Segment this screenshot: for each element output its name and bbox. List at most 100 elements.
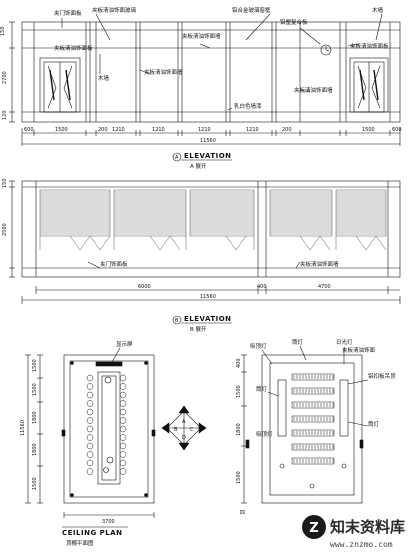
dim: 6000 [138,284,151,290]
dim: 1500 [55,127,68,133]
chair [86,383,94,390]
chair [119,374,127,382]
dim: 1210 [246,127,259,133]
ceiling-plan [25,347,156,528]
elevation-b-text: 夹门饰面板 夹板清油饰面墙 150 2500 6000 400 4700 115… [2,178,339,333]
light-fixture [291,401,335,409]
chair [119,459,127,467]
key-letter: A [182,419,186,425]
label: 吸顶灯 [250,342,267,350]
chair [119,408,127,416]
ceiling-plan-text: 显示屏 1500 1500 1800 1800 1500 11560 3700 … [20,341,133,547]
chair [86,468,94,475]
screen-icon [95,361,123,367]
chair [119,400,127,407]
dim: 150 [0,26,6,36]
dim: 1500 [362,127,375,133]
label: 乳白色墙漆 [234,102,262,110]
light-fixture [291,429,335,437]
dim: 1500 [236,385,242,398]
elevation-b-frame [21,180,401,278]
dim: 1500 [32,477,38,490]
chair [119,442,127,450]
dim: 1800 [32,411,38,424]
dim: 600 [392,127,402,133]
dim-total: 11560 [200,294,216,300]
svg-text:Z: Z [309,521,318,536]
dim: 2500 [2,223,8,236]
watermark: Z 知末资料库 www.znzmo.com [302,515,405,549]
dim: 1210 [112,127,125,133]
chair [86,451,94,458]
chair [119,391,127,399]
key-plan-text: A B C D [174,419,194,441]
key-plan [161,405,207,451]
label: 筒灯 [292,338,304,346]
light-fixture [291,457,335,465]
dim: 200 [282,127,292,133]
label: 吸顶灯 [256,430,273,438]
label: 夹板清油饰面墙 [144,68,183,76]
elevation-b-title: ELEVATION [184,315,232,323]
dim: 1210 [198,127,211,133]
marker-letter: B [175,318,179,324]
light-fixture [291,415,335,423]
dim: 200 [98,127,108,133]
ceiling-right-room [261,354,363,504]
dim: 1800 [32,443,38,456]
elevation-a-text: 夹门饰面板 夹板清油饰面玻璃 铝合金玻璃窗框 木墙 夹板清油饰面墙 铝塑复合板 … [0,6,402,170]
label: 四 [240,510,245,516]
dim: 2700 [2,71,8,84]
elevation-a [9,13,401,162]
label: 夹板清油饰面墙 [294,86,333,94]
chair [86,459,94,467]
ceiling-right [241,345,369,504]
watermark-url: www.znzmo.com [330,540,393,549]
chair [119,468,127,475]
label: 夹门饰面板 [54,9,82,17]
dim-total: 11560 [200,138,216,144]
label: 夹板清油饰面板 [54,44,93,52]
label: 夹板清油饰面墙 [300,260,339,268]
label: 筒灯 [368,420,380,428]
watermark-brand: 知末资料库 [330,518,405,536]
elevation-a-marker [172,152,182,162]
dim: 120 [2,110,8,120]
label: 木墙 [372,6,384,14]
chair [119,434,127,441]
chair [119,417,127,424]
label: 显示屏 [116,341,133,348]
chair [119,451,127,458]
dim: 150 [2,178,8,188]
label: 日光灯 [336,338,353,346]
label: 筒灯 [256,385,268,393]
dim: 1500 [32,383,38,396]
dim-total: 11560 [20,420,26,436]
label: 铝合金玻璃窗框 [232,6,271,14]
label: 铝扣板吊顶 [368,372,396,380]
dim: 400 [236,358,242,368]
label: 木墙 [98,74,110,82]
elevation-a-left-door [39,57,81,113]
elevation-a-frame [21,21,401,123]
key-letter: C [190,427,194,433]
label: 铝塑复合板 [280,18,308,26]
dim: 4700 [318,284,331,290]
light-fixture [291,373,335,381]
chair [86,408,94,416]
ceiling-plan-room [63,354,155,504]
elevation-a-subtitle: A 展开 [190,163,207,170]
label: 夹板清油饰面墙 [182,32,221,40]
elevation-a-right-door [349,57,389,113]
chair [119,383,127,390]
dim: 1500 [236,471,242,484]
chair [119,425,127,433]
clock-icon [320,44,332,56]
key-letter: D [182,435,186,441]
chair [86,417,94,424]
window-bays [39,189,387,237]
chair [86,425,94,433]
dim: 600 [24,127,34,133]
light-fixture [291,443,335,451]
